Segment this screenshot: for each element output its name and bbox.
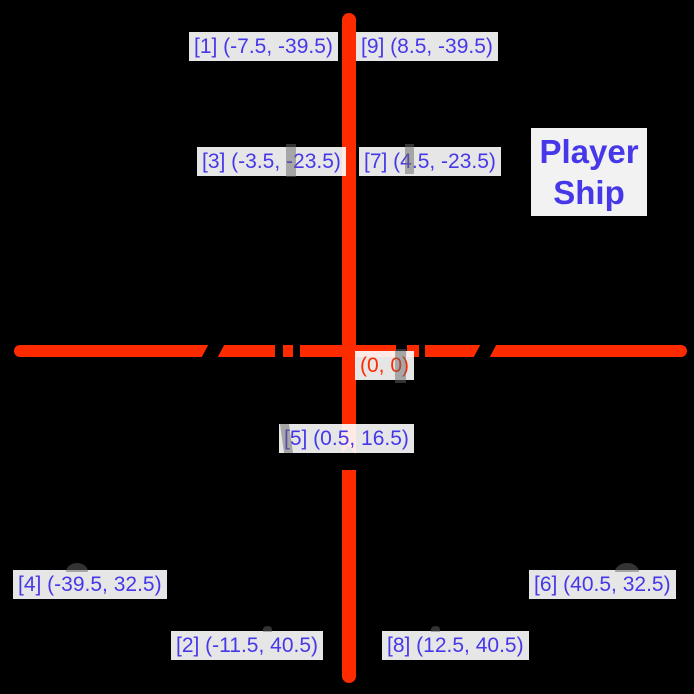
player-ship-label-line2: Ship: [553, 174, 625, 211]
marker-label-9: [9] (8.5, -39.5): [356, 32, 498, 61]
marker-label-3: [3] (-3.5, -23.5): [197, 147, 346, 176]
sprite-fragment: [615, 563, 639, 572]
marker-label-4: [4] (-39.5, 32.5): [13, 570, 167, 599]
axis-occluder-gap: [339, 456, 359, 470]
sprite-fragment: [66, 563, 88, 572]
sprite-fragment: [431, 626, 440, 632]
sprite-fragment: [405, 144, 414, 174]
marker-label-2: [2] (-11.5, 40.5): [171, 631, 324, 660]
axis-occluder-gap: [419, 343, 425, 359]
marker-label-6: [6] (40.5, 32.5): [529, 570, 676, 599]
sprite-fragment: [263, 626, 272, 632]
player-ship-label-line1: Player: [539, 133, 639, 170]
sprite-fragment: [286, 144, 296, 177]
axis-occluder-gap: [275, 343, 283, 359]
marker-label-1: [1] (-7.5, -39.5): [189, 32, 338, 61]
marker-label-8: [8] (12.5, 40.5): [382, 631, 529, 660]
horizontal-axis-line: [14, 345, 687, 357]
player-ship-label: Player Ship: [531, 128, 647, 216]
marker-label-5: [5] (0.5, 16.5): [279, 424, 414, 453]
axis-occluder-gap: [293, 343, 300, 359]
sprite-fragment: [395, 349, 406, 383]
marker-label-7: [7] (4.5, -23.5): [359, 147, 501, 176]
